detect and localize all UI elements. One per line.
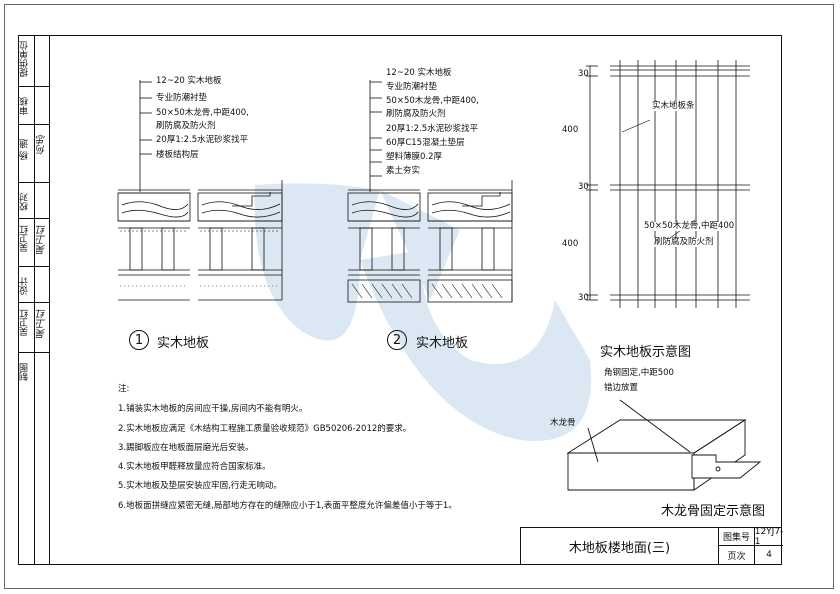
fixing-angle-label: 错边放置 bbox=[604, 383, 639, 393]
detail-2-number: 2 bbox=[387, 330, 407, 350]
detail-1-layer: 专业防潮衬垫 bbox=[156, 93, 208, 103]
plan-dim: 30 bbox=[578, 293, 589, 303]
plan-title: 实木地板示意图 bbox=[600, 345, 692, 360]
atlas-no-label: 图集号 bbox=[719, 528, 755, 546]
detail-1-title: 实木地板 bbox=[157, 336, 210, 351]
detail-2-layer: 12~20 实木地板 bbox=[386, 68, 452, 78]
plan-dim: 30 bbox=[578, 182, 589, 192]
detail-1-layer: 12~20 实木地板 bbox=[156, 76, 222, 86]
side-cell-design: 设计 bbox=[18, 267, 50, 303]
atlas-no: 12YJ7-1 bbox=[754, 526, 784, 547]
detail-1-number: 1 bbox=[129, 330, 149, 350]
note-item: 1.铺装实木地板的房间应干操,房间内不能有明火。 bbox=[118, 404, 308, 414]
detail-1-layer: 20厚1:2.5水泥砂浆找平 bbox=[156, 135, 249, 145]
plan-dim: 400 bbox=[562, 125, 579, 135]
plan-board-label: 实木地板条 bbox=[652, 101, 695, 111]
note-item: 3.踢脚板应在地板面层磨光后安装。 bbox=[118, 443, 254, 453]
detail-1-layer: 刷防腐及防火剂 bbox=[156, 121, 216, 131]
side-cell-reviewer: 杨 遗 何忠 bbox=[18, 125, 50, 183]
note-item: 5.实木地板及垫层安装应牢固,行走无响动。 bbox=[118, 481, 282, 491]
detail-1-layer: 楼板结构层 bbox=[156, 150, 199, 160]
detail-2-layer: 20厚1:2.5水泥砂浆找平 bbox=[386, 124, 479, 134]
fixing-joist-label: 木龙骨 bbox=[550, 418, 576, 428]
page-label: 页次 bbox=[719, 546, 755, 564]
plan-joist-label: 50×50木龙骨,中距400 bbox=[644, 221, 735, 231]
detail-2-layer: 专业防潮衬垫 bbox=[386, 82, 438, 92]
notes-heading: 注: bbox=[118, 384, 130, 394]
plan-dim: 30 bbox=[578, 69, 589, 79]
fixing-angle-label: 角钢固定,中距500 bbox=[604, 368, 674, 378]
detail-2-layer: 塑料薄膜0.2厚 bbox=[386, 152, 443, 162]
detail-2-layer: 素土夯实 bbox=[386, 166, 421, 176]
detail-2-title: 实木地板 bbox=[416, 336, 469, 351]
plan-joist-label: 刷防腐及防火剂 bbox=[654, 237, 714, 247]
drawing-frame bbox=[18, 35, 782, 565]
side-cell-provider: 提供单位 bbox=[18, 35, 50, 87]
sheet-title: 木地板楼地面(三) bbox=[521, 528, 719, 564]
note-item: 6.地板面拼缝应紧密无缝,局部地方存在的缝隙应小于1,表面平整度允许偏差值小于等… bbox=[118, 501, 457, 511]
side-cell-review: 审核 bbox=[18, 87, 50, 125]
side-cell-checker: 吴卫红 吴卫红 bbox=[18, 219, 50, 267]
title-block: 木地板楼地面(三) 图集号 12YJ7-1 页次 4 bbox=[520, 526, 784, 565]
detail-1-layer: 50×50木龙骨,中距400, bbox=[156, 108, 249, 118]
note-item: 4.实木地板甲醛释放量应符合国家标准。 bbox=[118, 462, 271, 472]
outer-border bbox=[4, 4, 834, 589]
detail-2-layer: 50×50木龙骨,中距400, bbox=[386, 96, 479, 106]
side-cell-designer: 吴卫红 吴卫红 bbox=[18, 303, 50, 353]
side-cell-check: 校对 bbox=[18, 183, 50, 219]
note-item: 2.实木地板应满足《木结构工程施工质量验收规范》GB50206-2012的要求。 bbox=[118, 424, 412, 434]
page-no: 4 bbox=[766, 550, 772, 560]
fixing-title: 木龙骨固定示意图 bbox=[661, 504, 766, 519]
detail-2-layer: 60厚C15混凝土垫层 bbox=[386, 138, 465, 148]
detail-2-layer: 刷防腐及防火剂 bbox=[386, 109, 446, 119]
signature-strip: 提供单位 审核 杨 遗 何忠 校对 吴卫红 吴卫红 设计 吴卫红 吴卫红 制图 bbox=[18, 35, 50, 565]
plan-dim: 400 bbox=[562, 239, 579, 249]
